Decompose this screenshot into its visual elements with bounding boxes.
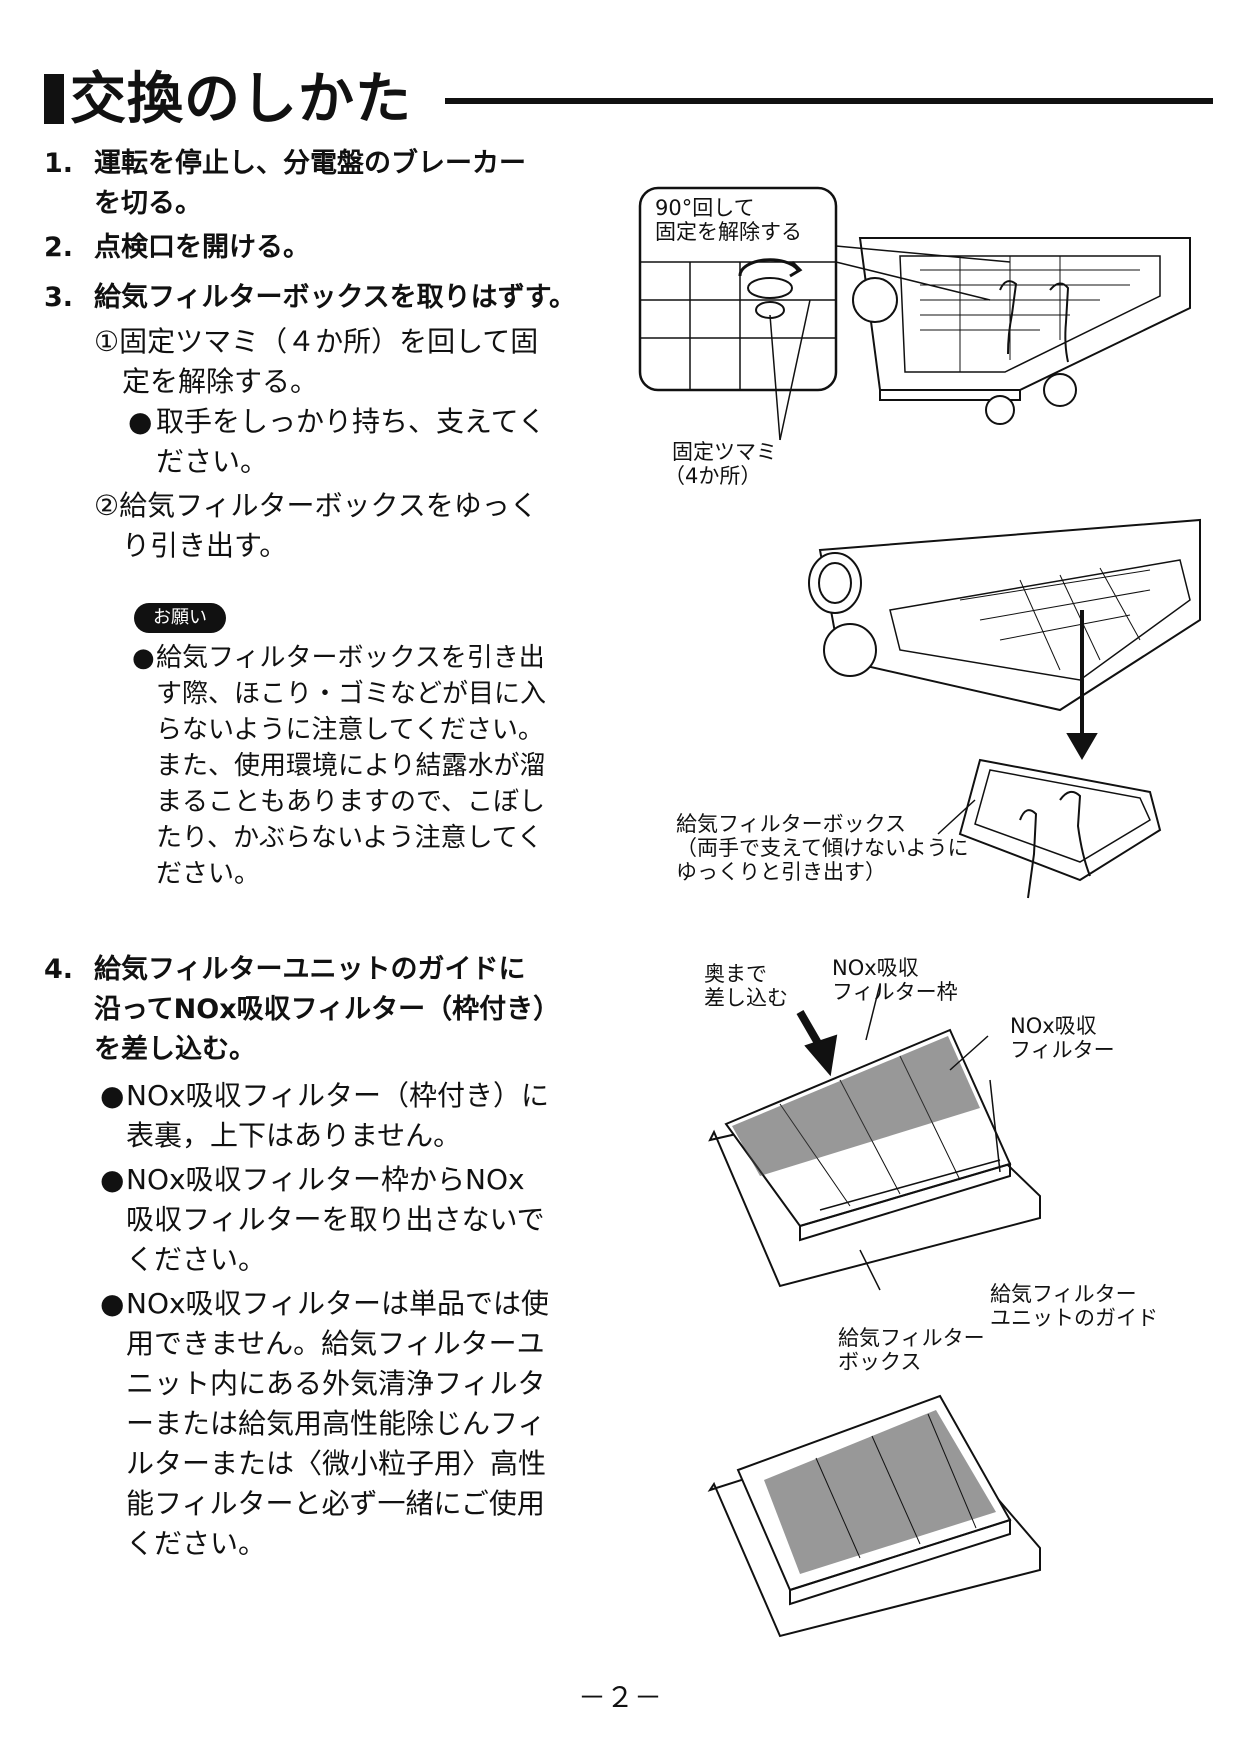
filter-box-pull-illustration [808, 518, 1201, 899]
substep-1: ①固定ツマミ（４か所）を回して固 [94, 325, 539, 358]
step4-note-2: NOx吸収フィルター枠からNOx 吸収フィルターを取り出さないで ください。 [126, 1163, 545, 1276]
label-fbox-2: ボックス [838, 1350, 922, 1374]
step-number: 2. [44, 232, 74, 263]
page-number: －２－ [577, 1681, 662, 1714]
step-text: 点検口を開ける。 [94, 232, 310, 263]
bullet-dot: ● [128, 405, 153, 438]
step-text: 給気フィルターボックスを取りはずす。 [94, 282, 576, 313]
request-badge: お願い [134, 603, 226, 633]
substep-bullet: 取手をしっかり持ち、支えてく [156, 405, 546, 438]
label-guide-2: ユニットのガイド [990, 1306, 1158, 1330]
substep-bullet-cont: ださい。 [156, 445, 269, 478]
step-4: 4. 給気フィルターユニットのガイドに 沿ってNOx吸収フィルター（枠付き） を… [44, 950, 624, 1070]
bullet-dot: ● [100, 1163, 125, 1196]
label-rotate-2: 固定を解除する [655, 220, 802, 244]
step-text: を差し込む。 [94, 1034, 256, 1065]
step4-note-1: NOx吸収フィルター（枠付き）に 表裏，上下はありません。 [126, 1079, 549, 1152]
label-insert-2: 差し込む [704, 986, 788, 1010]
label-frame-2: フィルター枠 [832, 980, 958, 1004]
label-knob-2: （4か所） [664, 464, 762, 488]
label-filter: NOx吸収 [1010, 1014, 1097, 1038]
label-box: 給気フィルターボックス [676, 812, 906, 836]
title-marker [44, 74, 64, 124]
label-guide: 給気フィルター [990, 1282, 1137, 1306]
step-number: 4. [44, 954, 74, 985]
substep-2: ②給気フィルターボックスをゆっく [94, 489, 538, 522]
step-1: 1. 運転を停止し、分電盤のブレーカー を切る。 [44, 144, 604, 224]
nox-insert-illustration [708, 983, 1041, 1291]
label-box-3: ゆっくりと引き出す） [676, 860, 886, 884]
label-box-2: （両手で支えて傾けないように [676, 836, 969, 860]
step-number: 3. [44, 282, 74, 313]
bullet-dot: ● [100, 1079, 125, 1112]
substep-2-cont: り引き出す。 [122, 529, 288, 562]
step-2: 2. 点検口を開ける。 [44, 228, 604, 268]
label-filter-2: フィルター [1010, 1038, 1115, 1062]
step-text: 沿ってNOx吸収フィルター（枠付き） [94, 994, 561, 1025]
step-3: 3. 給気フィルターボックスを取りはずす。 [44, 278, 614, 318]
title-rule [445, 98, 1213, 104]
step-text: 運転を停止し、分電盤のブレーカー [94, 148, 526, 179]
step4-note-3: NOx吸収フィルターは単品では使 用できません。給気フィルターユ ニット内にある… [126, 1287, 549, 1560]
label-fbox: 給気フィルター [838, 1326, 985, 1350]
bullet-dot: ● [132, 643, 155, 673]
unit-knob-illustration [638, 186, 1191, 441]
bullet-dot: ● [100, 1287, 125, 1320]
step-text: を切る。 [94, 188, 202, 219]
request-text: 給気フィルターボックスを引き出 す際、ほこり・ゴミなどが目に入 らないように注意… [156, 643, 547, 889]
page-title: 交換のしかた [70, 67, 412, 132]
nox-inserted-illustration [707, 1394, 1041, 1638]
label-knob: 固定ツマミ [672, 440, 777, 464]
step-text: 給気フィルターユニットのガイドに [94, 954, 526, 985]
label-insert: 奥まで [704, 962, 767, 986]
label-rotate: 90°回して [655, 196, 755, 220]
substep-1-cont: 定を解除する。 [122, 365, 319, 398]
step-number: 1. [44, 148, 74, 179]
label-frame: NOx吸収 [832, 956, 919, 980]
